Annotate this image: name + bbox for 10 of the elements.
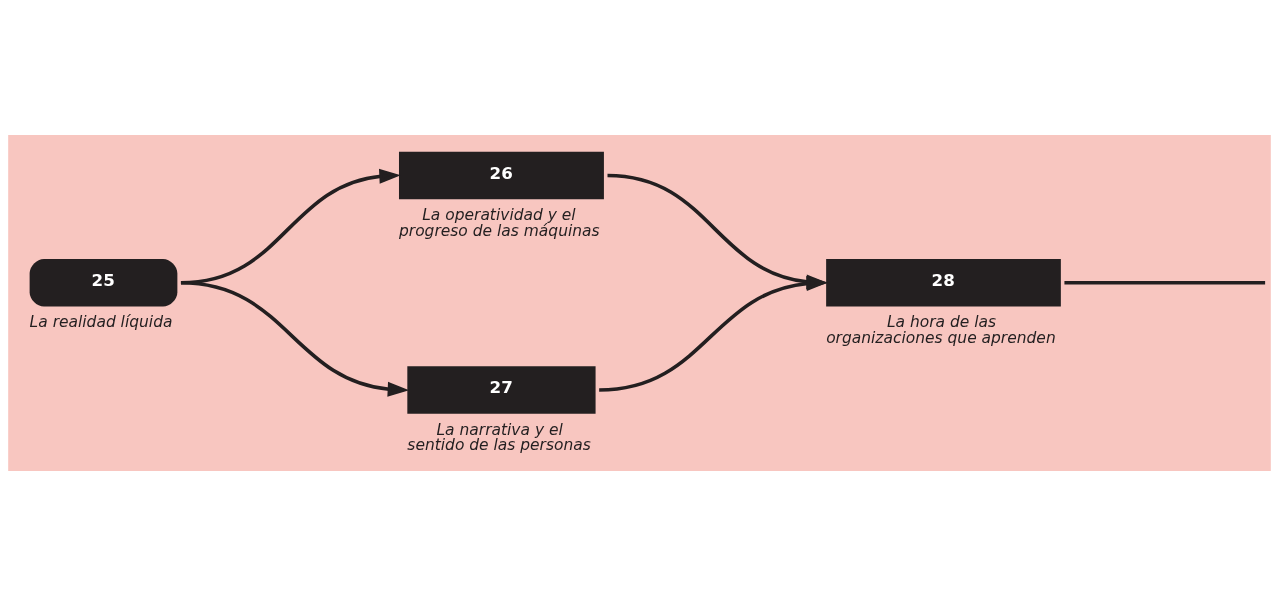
node-label: La narrativa y el sentido de las personas	[407, 420, 591, 455]
node-label: La realidad líquida	[29, 313, 173, 332]
node-box: 27	[407, 366, 596, 414]
node-box: 28	[826, 258, 1061, 307]
node-label: La hora de las organizaciones que aprenden	[826, 313, 1056, 347]
node-box: 26	[399, 151, 604, 200]
connector	[1064, 280, 1266, 285]
node-label: La operatividad y el progreso de las máquinas	[398, 206, 600, 240]
node-box: 25	[29, 258, 178, 307]
arrow	[180, 280, 410, 397]
